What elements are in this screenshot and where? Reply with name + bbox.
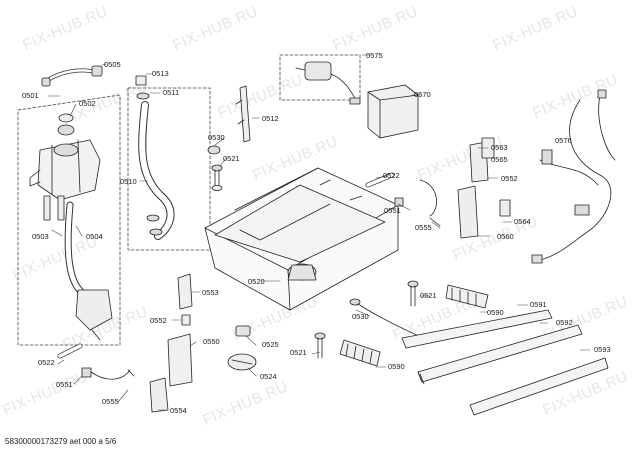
cap-0530	[207, 145, 221, 155]
part-label-0550: 0550	[203, 337, 220, 346]
part-label-0592: 0592	[556, 318, 573, 327]
part-label-0560: 0560	[497, 232, 514, 241]
filter-0590-a	[445, 284, 489, 309]
group-frame-0501	[17, 94, 121, 346]
part-label-0503: 0503	[32, 232, 49, 241]
plinth-0591	[401, 309, 553, 349]
sensor-0575	[295, 61, 361, 105]
part-label-0501: 0501	[22, 91, 39, 100]
part-label-0590: 0590	[388, 362, 405, 371]
part-label-0563: 0563	[491, 143, 508, 152]
part-label-0505: 0505	[104, 60, 121, 69]
module-0570	[367, 84, 419, 139]
part-label-0521: 0521	[223, 154, 240, 163]
hose-0504	[64, 201, 113, 341]
part-label-0520: 0520	[248, 277, 265, 286]
part-label-0564: 0564	[514, 217, 531, 226]
part-label-0522: 0522	[383, 171, 400, 180]
valve-assembly-0502	[29, 113, 101, 221]
part-label-0510: 0510	[120, 177, 137, 186]
part-label-0530: 0530	[352, 312, 369, 321]
part-label-0555: 0555	[415, 223, 432, 232]
part-label-0552: 0552	[501, 174, 518, 183]
cable-0551-b	[419, 179, 437, 217]
bracket-0550	[167, 333, 193, 387]
part-label-0590: 0590	[487, 308, 504, 317]
part-label-0570: 0570	[414, 90, 431, 99]
filter-0590-b	[339, 339, 381, 367]
part-label-0521: 0521	[290, 348, 307, 357]
part-label-0552: 0552	[150, 316, 167, 325]
screw-0521-b	[407, 280, 419, 307]
part-label-0591: 0591	[530, 300, 547, 309]
part-label-0565: 0565	[491, 155, 508, 164]
part-label-0576: 0576	[555, 136, 572, 145]
clip-0552-a	[181, 314, 191, 326]
hose-coupling-0505	[41, 65, 103, 87]
screw-0521-a	[211, 164, 223, 191]
part-label-0504: 0504	[86, 232, 103, 241]
part-label-0502: 0502	[79, 99, 96, 108]
cable-0551-a	[90, 369, 131, 380]
part-label-0530: 0530	[208, 133, 225, 142]
screw-0521-c	[314, 332, 326, 359]
document-footer: 58300000173279 aet 000 a 5/6	[5, 437, 117, 446]
part-label-0522: 0522	[38, 358, 55, 367]
part-label-0551: 0551	[384, 206, 401, 215]
bracket-0553	[177, 273, 193, 310]
part-0564	[499, 199, 511, 217]
part-label-0525: 0525	[262, 340, 279, 349]
part-label-0513: 0513	[152, 69, 169, 78]
part-label-0555: 0555	[102, 397, 119, 406]
bracket-0554	[149, 377, 169, 413]
group-frame-0510	[127, 87, 211, 251]
base-tub-0520	[204, 167, 399, 311]
hose-0510	[138, 101, 175, 240]
part-0525	[235, 325, 251, 337]
part-label-0554: 0554	[170, 406, 187, 415]
clamp-0511	[136, 92, 150, 100]
clip-0513	[135, 75, 147, 86]
part-label-0524: 0524	[260, 372, 277, 381]
part-0555-b	[429, 217, 441, 227]
part-label-0553: 0553	[202, 288, 219, 297]
bracket-0560	[457, 185, 479, 239]
part-label-0512: 0512	[262, 114, 279, 123]
plinth-0593	[469, 357, 609, 416]
part-label-0521: 0521	[420, 291, 437, 300]
part-label-0575: 0575	[366, 51, 383, 60]
part-label-0551: 0551	[56, 380, 73, 389]
bracket-0512	[239, 85, 251, 143]
part-label-0593: 0593	[594, 345, 611, 354]
connector-0551-a	[81, 367, 92, 378]
wiring-harness-0576	[531, 89, 616, 264]
part-label-0511: 0511	[163, 88, 180, 97]
